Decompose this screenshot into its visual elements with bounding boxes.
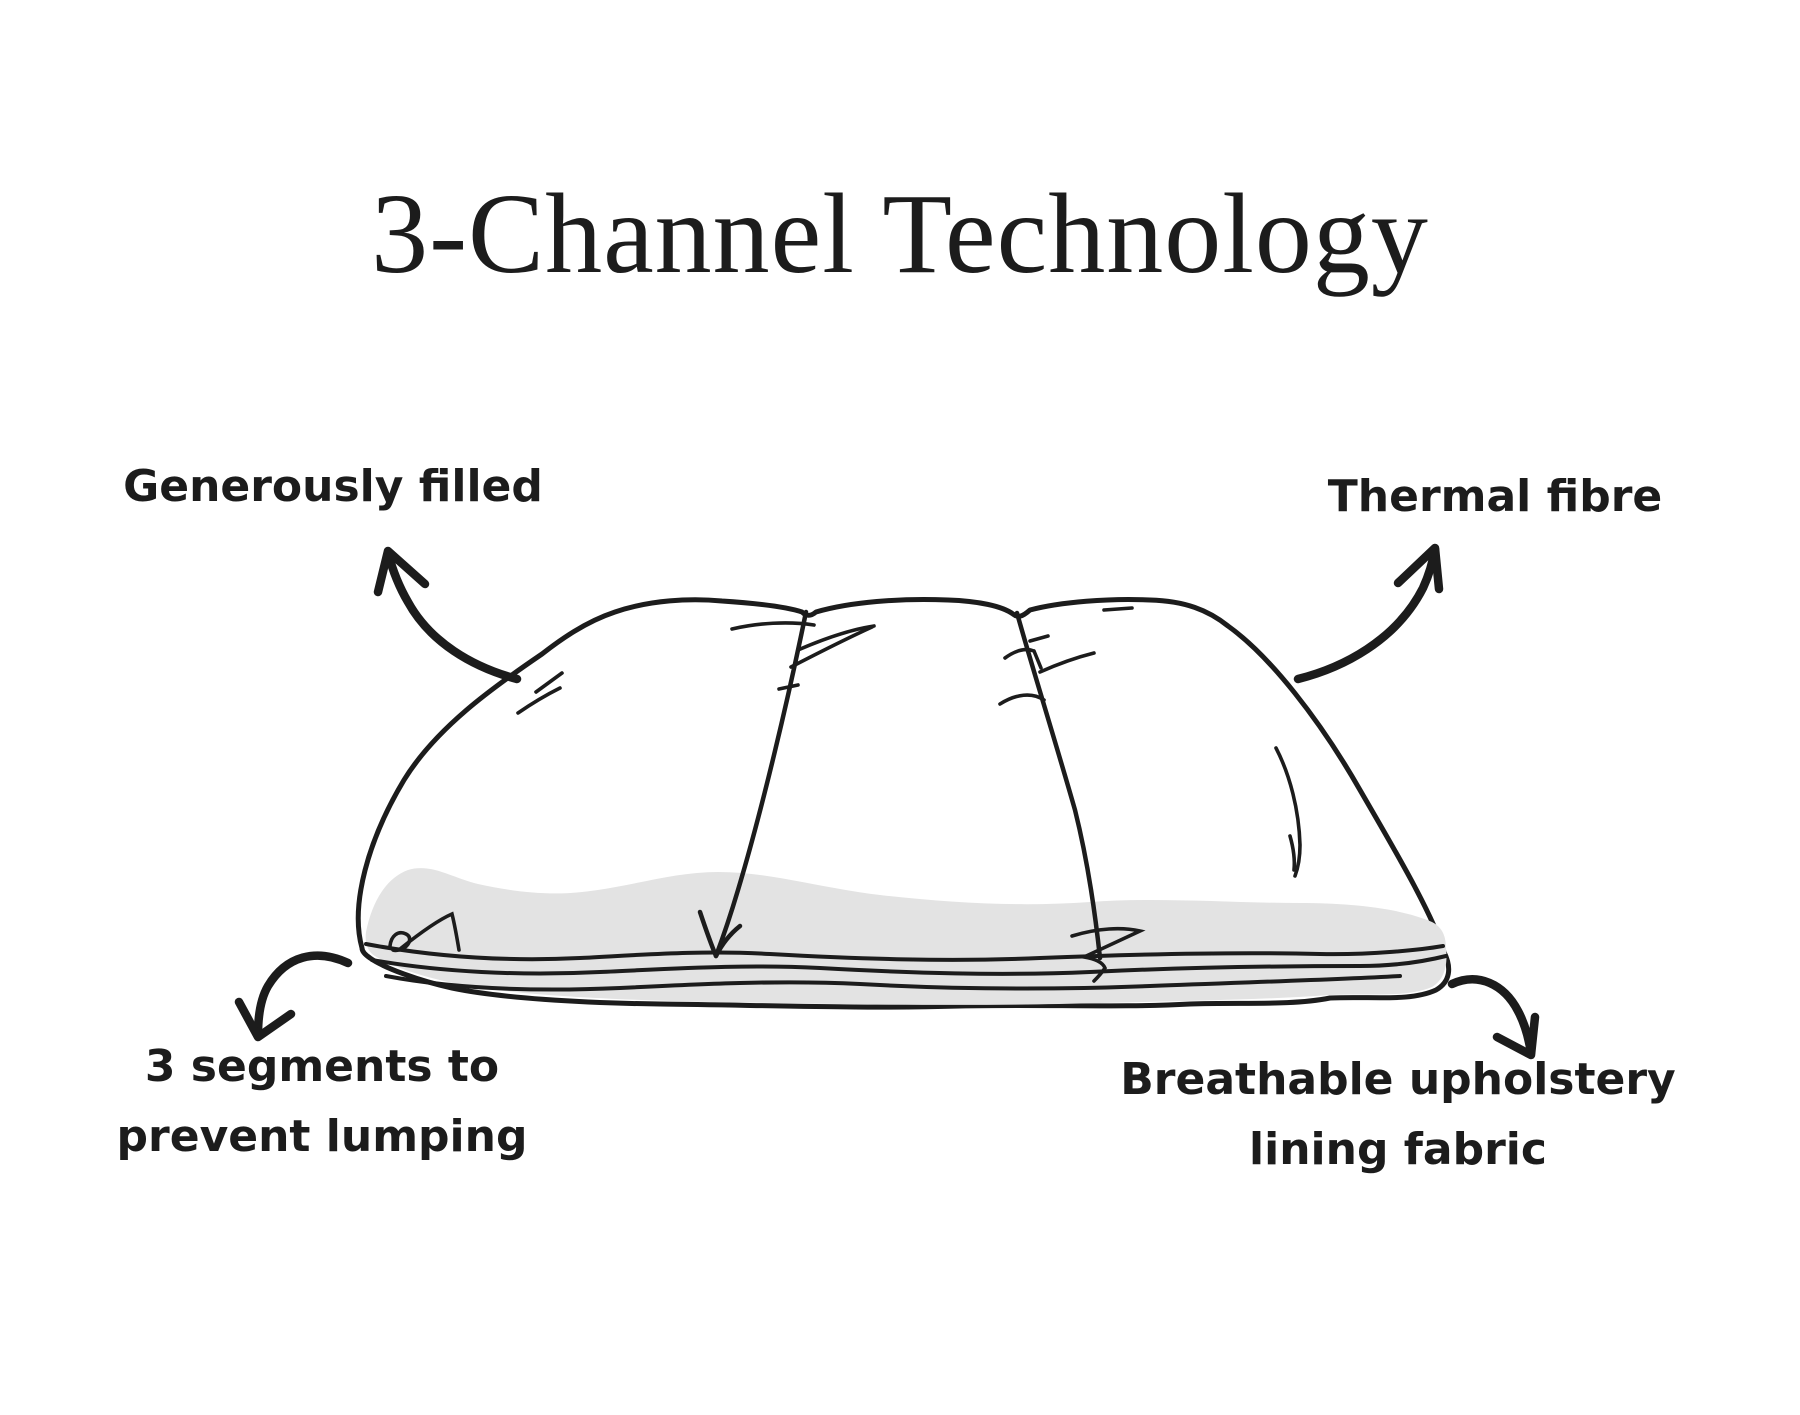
wrinkle-left-seam-dash bbox=[730, 621, 816, 631]
wrinkle-left-corner-peak bbox=[398, 911, 461, 952]
wrinkle-left-seam-tick bbox=[777, 683, 800, 691]
wrinkle-right-hump-dash bbox=[1102, 606, 1134, 612]
annotation-generously-filled: Generously filled bbox=[93, 452, 573, 522]
wrinkle-right-zigzag bbox=[1070, 926, 1146, 983]
wrinkle-right-panel-tick bbox=[1288, 834, 1297, 872]
annotation-thermal-fibre: Thermal fibre bbox=[1255, 462, 1735, 532]
arrow-top-left bbox=[373, 546, 522, 684]
annotation-label-line1: 3 segments to bbox=[144, 1041, 500, 1092]
arrow-top-right bbox=[1293, 543, 1444, 684]
page-title: 3-Channel Technology bbox=[371, 170, 1429, 297]
wrinkle-right-seam-arc bbox=[998, 693, 1046, 706]
annotation-label-line2: lining fabric bbox=[1249, 1124, 1547, 1175]
arrow-bottom-left-head bbox=[234, 997, 296, 1042]
annotation-3-segments: 3 segments to prevent lumping bbox=[82, 1032, 562, 1172]
piping-line-1 bbox=[364, 942, 1445, 962]
annotation-label-line2: prevent lumping bbox=[116, 1111, 528, 1162]
arrow-top-left-curve bbox=[383, 548, 522, 684]
annotation-label-line1: Breathable upholstery bbox=[1120, 1054, 1676, 1105]
arrow-bottom-left-curve bbox=[253, 951, 353, 1040]
channel-seam-left-base bbox=[697, 909, 743, 959]
piping-line-3 bbox=[384, 974, 1402, 992]
wrinkle-right-seam-check bbox=[1003, 647, 1043, 670]
annotation-label: Generously filled bbox=[123, 461, 543, 512]
wrinkle-left-knee-crease bbox=[516, 686, 562, 715]
channel-seam-left bbox=[713, 609, 809, 959]
arrow-bottom-left bbox=[234, 951, 353, 1042]
wrinkle-left-seam-leaf-bottom bbox=[789, 625, 874, 669]
annotation-breathable-lining: Breathable upholstery lining fabric bbox=[1088, 1045, 1708, 1185]
annotation-label: Thermal fibre bbox=[1327, 471, 1663, 522]
arrow-bottom-right bbox=[1447, 975, 1540, 1060]
arrow-bottom-right-head bbox=[1492, 1012, 1540, 1060]
wrinkle-left-knee-tick bbox=[534, 671, 564, 694]
wrinkle-right-seam-dash bbox=[1028, 634, 1050, 643]
arrow-top-right-head bbox=[1393, 543, 1444, 594]
arrow-top-left-head bbox=[373, 546, 430, 597]
piping-line-2 bbox=[370, 954, 1448, 976]
arrow-bottom-right-curve bbox=[1447, 975, 1536, 1058]
wrinkle-right-panel-crease bbox=[1274, 746, 1302, 878]
arrow-top-right-curve bbox=[1293, 544, 1440, 684]
channel-seam-right bbox=[1014, 610, 1103, 961]
wrinkle-right-seam-diagonal bbox=[1038, 651, 1096, 674]
